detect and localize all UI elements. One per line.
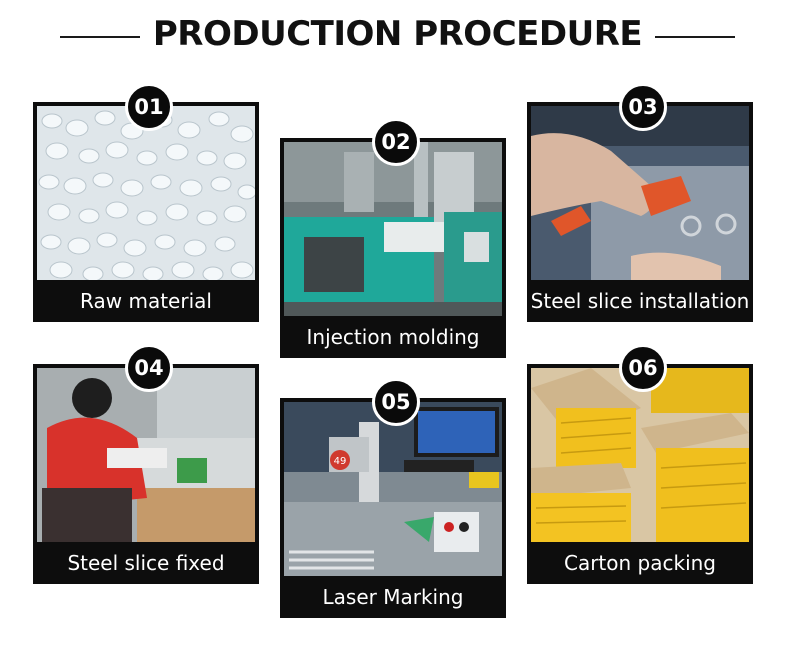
step-card-01: Raw material (33, 102, 259, 322)
page-title: PRODUCTION PROCEDURE (152, 14, 643, 54)
hand-installing-photo (531, 106, 749, 280)
step-card-05: 49 Laser Marking (280, 398, 506, 618)
step-card-06: Carton packing (527, 364, 753, 584)
step-card-03: Steel slice installation (527, 102, 753, 322)
step-label: Steel slice installation (530, 289, 750, 313)
step-number-badge: 02 (372, 118, 420, 166)
step-card-04: Steel slice fixed (33, 364, 259, 584)
step-label: Raw material (80, 289, 212, 313)
step-number-badge: 03 (619, 83, 667, 131)
laser-marking-photo: 49 (284, 402, 502, 576)
step-number-badge: 05 (372, 378, 420, 426)
page-header: PRODUCTION PROCEDURE (0, 10, 790, 62)
worker-assembly-photo (37, 368, 255, 542)
injection-machine-photo (284, 142, 502, 316)
step-card-02: Injection molding (280, 138, 506, 358)
step-number-badge: 04 (125, 344, 173, 392)
step-label: Steel slice fixed (67, 551, 225, 575)
step-label: Carton packing (563, 551, 716, 575)
plastic-pellets-photo (37, 106, 255, 280)
cartons-photo (531, 368, 749, 542)
title-rule-right (655, 36, 735, 38)
step-label: Injection molding (306, 325, 480, 349)
machine-tag-label: 49 (334, 456, 347, 467)
step-number-badge: 06 (619, 344, 667, 392)
title-rule-left (60, 36, 140, 38)
step-label: Laser Marking (322, 585, 464, 609)
step-number-badge: 01 (125, 83, 173, 131)
